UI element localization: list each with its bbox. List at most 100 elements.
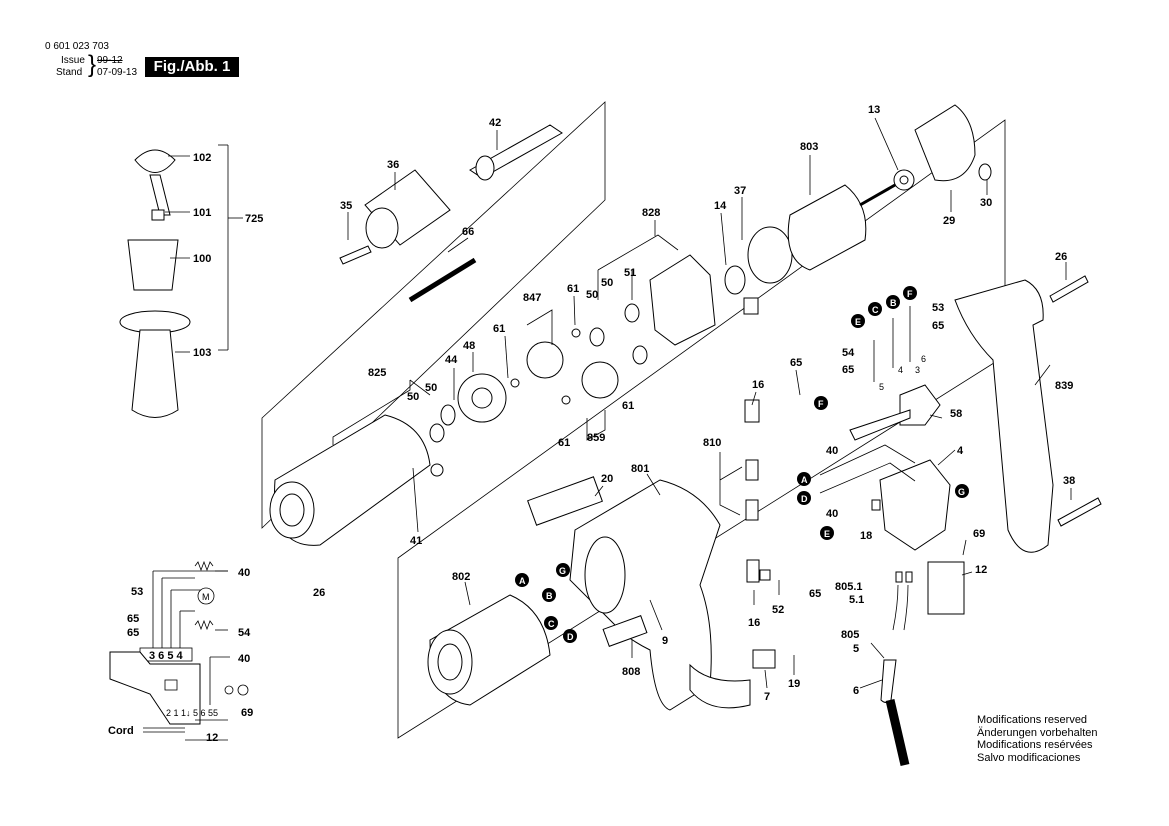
circuit-label-53: 53 xyxy=(131,586,143,598)
marker-a-2: A xyxy=(519,576,526,586)
part-label-65-b: 65 xyxy=(842,364,854,376)
part-label-61-d: 61 xyxy=(558,437,570,449)
part-label-38: 38 xyxy=(1063,475,1075,487)
part-label-65-d: 65 xyxy=(809,588,821,600)
part-label-65-a: 65 xyxy=(790,357,802,369)
part-label-847: 847 xyxy=(523,292,541,304)
part-label-3: 3 xyxy=(915,365,920,375)
part-label-19: 19 xyxy=(788,678,800,690)
circuit-label-65-a: 65 xyxy=(127,613,139,625)
gear-housing-group xyxy=(269,254,716,546)
marker-g-1: G xyxy=(958,487,965,497)
issue-label: Issue xyxy=(61,55,85,66)
part-label-16-b: 16 xyxy=(748,617,760,629)
modifications-line-fr: Modifications resérvées xyxy=(977,739,1093,751)
part-label-61-a: 61 xyxy=(567,283,579,295)
part-label-42: 42 xyxy=(489,117,501,129)
chuck-group-frame xyxy=(261,101,606,529)
part-label-58: 58 xyxy=(950,408,962,420)
part-label-6-small: 6 xyxy=(921,354,926,364)
part-label-802: 802 xyxy=(452,571,470,583)
modifications-line-en: Modifications reserved xyxy=(977,714,1088,726)
marker-f-2: F xyxy=(818,399,824,409)
marker-d-1: D xyxy=(801,494,808,504)
part-label-725: 725 xyxy=(245,213,263,225)
part-label-825: 825 xyxy=(368,367,386,379)
part-label-4: 4 xyxy=(957,445,964,457)
part-label-5-small: 5 xyxy=(879,382,884,392)
modifications-note: Modifications reserved Änderungen vorbeh… xyxy=(977,714,1097,764)
part-label-100: 100 xyxy=(193,253,211,265)
circuit-label-65-b: 65 xyxy=(127,627,139,639)
part-label-801: 801 xyxy=(631,463,649,475)
circuit-label-12: 12 xyxy=(206,732,218,744)
part-label-16-a: 16 xyxy=(752,379,764,391)
part-label-53: 53 xyxy=(932,302,944,314)
part-label-14: 14 xyxy=(714,200,727,212)
marker-e-2: E xyxy=(824,529,830,539)
figure-label: Fig./Abb. 1 xyxy=(145,57,239,77)
part-label-20: 20 xyxy=(601,473,613,485)
issue-date: 99-12 xyxy=(97,55,123,66)
armature-group xyxy=(724,104,992,315)
part-label-61-c: 61 xyxy=(622,400,634,412)
part-label-805-1: 805.1 xyxy=(835,581,863,593)
part-label-48: 48 xyxy=(463,340,475,352)
circuit-terminals: 3 6 5 4 xyxy=(149,650,184,662)
marker-a-1: A xyxy=(801,475,808,485)
part-label-61-b: 61 xyxy=(493,323,505,335)
part-label-50-b: 50 xyxy=(586,289,598,301)
part-label-13: 13 xyxy=(868,104,880,116)
modifications-line-de: Änderungen vorbehalten xyxy=(977,726,1098,739)
part-label-103: 103 xyxy=(193,347,211,359)
part-label-803: 803 xyxy=(800,141,818,153)
part-label-52: 52 xyxy=(772,604,784,616)
motor-housing-group xyxy=(527,476,751,711)
part-label-6: 6 xyxy=(853,685,859,697)
part-label-102: 102 xyxy=(193,152,211,164)
part-label-828: 828 xyxy=(642,207,660,219)
part-label-69: 69 xyxy=(973,528,985,540)
stand-label: Stand xyxy=(56,67,83,78)
part-label-101: 101 xyxy=(193,207,211,219)
circuit-label-40-b: 40 xyxy=(238,653,250,665)
part-label-4-small: 4 xyxy=(898,365,903,375)
part-label-29: 29 xyxy=(943,215,955,227)
part-label-40-b: 40 xyxy=(826,508,838,520)
leader-lines xyxy=(332,117,1072,689)
marker-d-2: D xyxy=(567,632,574,642)
part-label-12: 12 xyxy=(975,564,987,576)
stand-date: 07-09-13 xyxy=(97,67,138,78)
part-label-9: 9 xyxy=(662,635,668,647)
marker-c-1: C xyxy=(872,305,879,315)
chuck-group xyxy=(339,124,563,303)
circuit-switch-pins: 2 1 1↓ 5 6 55 xyxy=(166,708,218,718)
part-label-51: 51 xyxy=(624,267,636,279)
part-label-26-a: 26 xyxy=(313,587,325,599)
part-label-50-d: 50 xyxy=(407,391,419,403)
part-label-40-a: 40 xyxy=(826,445,838,457)
part-label-50-c: 50 xyxy=(425,382,437,394)
part-label-30: 30 xyxy=(980,197,992,209)
part-label-65-c: 65 xyxy=(932,320,944,332)
part-label-54: 54 xyxy=(842,347,855,359)
part-label-66: 66 xyxy=(462,226,474,238)
part-number: 0 601 023 703 xyxy=(45,41,109,52)
part-label-44: 44 xyxy=(445,354,458,366)
circuit-label-cord: Cord xyxy=(108,725,134,737)
marker-e-1: E xyxy=(855,317,861,327)
marker-b-1: B xyxy=(890,298,897,308)
brace-glyph: } xyxy=(88,51,97,78)
marker-f-1: F xyxy=(907,289,913,299)
wiring-schematic: M 3 6 5 4 2 1 1↓ 5 6 55 53 65 65 40 54 4… xyxy=(108,560,253,744)
part-label-808: 808 xyxy=(622,666,640,678)
circuit-motor: M xyxy=(202,592,210,602)
part-label-layer: 102 101 725 100 103 42 36 35 66 803 13 2… xyxy=(193,104,1075,703)
marker-b-2: B xyxy=(546,591,553,601)
side-handle-group xyxy=(119,144,243,418)
part-label-7: 7 xyxy=(764,691,770,703)
part-label-839: 839 xyxy=(1055,380,1073,392)
marker-g-2: G xyxy=(559,566,566,576)
part-label-41: 41 xyxy=(410,535,422,547)
